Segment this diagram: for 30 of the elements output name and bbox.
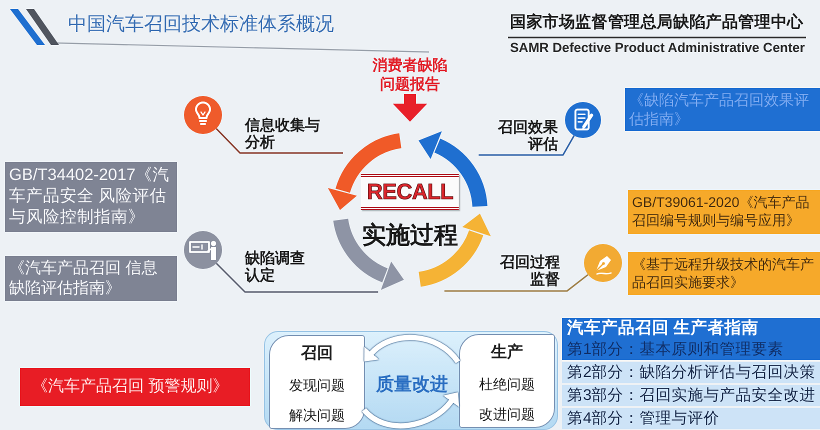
list-row: 第3部分：召回实施与产品安全改进 bbox=[562, 385, 820, 406]
organization-name: 国家市场监督管理总局缺陷产品管理中心 bbox=[510, 13, 804, 33]
box-heading: 生产 bbox=[491, 343, 523, 363]
arrow bbox=[392, 94, 428, 122]
box-text: 解决问题 bbox=[289, 406, 345, 425]
rounded-box bbox=[269, 335, 365, 429]
standard-box: GB/T39061-2020《汽车产品召回编号规则与编号应用》 bbox=[628, 190, 820, 234]
organization-name: SAMR Defective Product Administrative Center bbox=[510, 40, 805, 56]
list-heading: 汽车产品召回 生产者指南 bbox=[562, 318, 820, 339]
leader-line bbox=[478, 135, 575, 156]
box-heading: 召回 bbox=[301, 344, 333, 364]
box-text: 杜绝问题 bbox=[479, 375, 535, 394]
list-row: 第1部分：基本原则和管理要素 bbox=[562, 339, 820, 360]
title: 中国汽车召回技术标准体系概况 bbox=[68, 13, 334, 37]
panel-label: 质量改进 bbox=[376, 373, 448, 395]
leader-line bbox=[216, 128, 343, 154]
standard-box: 《缺陷汽车产品召回效果评估指南》 bbox=[625, 88, 820, 131]
box-text: 改进问题 bbox=[479, 405, 535, 424]
standard-box: 《汽车产品召回 信息缺陷评估指南》 bbox=[5, 256, 177, 301]
standard-box: 《基于远程升级技术的汽车产品召回实施要求》 bbox=[628, 252, 820, 295]
box-text: 发现问题 bbox=[289, 376, 345, 395]
standard-box: 《汽车产品召回 预警规则》 bbox=[20, 368, 250, 406]
rounded-box bbox=[459, 334, 555, 428]
list-row: 第4部分：管理与评价 bbox=[562, 408, 820, 429]
standard-box: GB/T34402-2017《汽车产品安全 风险评估与风险控制指南》 bbox=[5, 162, 177, 232]
curved-arrow bbox=[364, 334, 460, 364]
curved-arrow bbox=[362, 392, 459, 428]
report-label: 消费者缺陷问题报告 bbox=[369, 56, 451, 94]
list-row: 第2部分：缺陷分析评估与召回决策 bbox=[562, 362, 820, 383]
quality-panel bbox=[264, 331, 558, 430]
